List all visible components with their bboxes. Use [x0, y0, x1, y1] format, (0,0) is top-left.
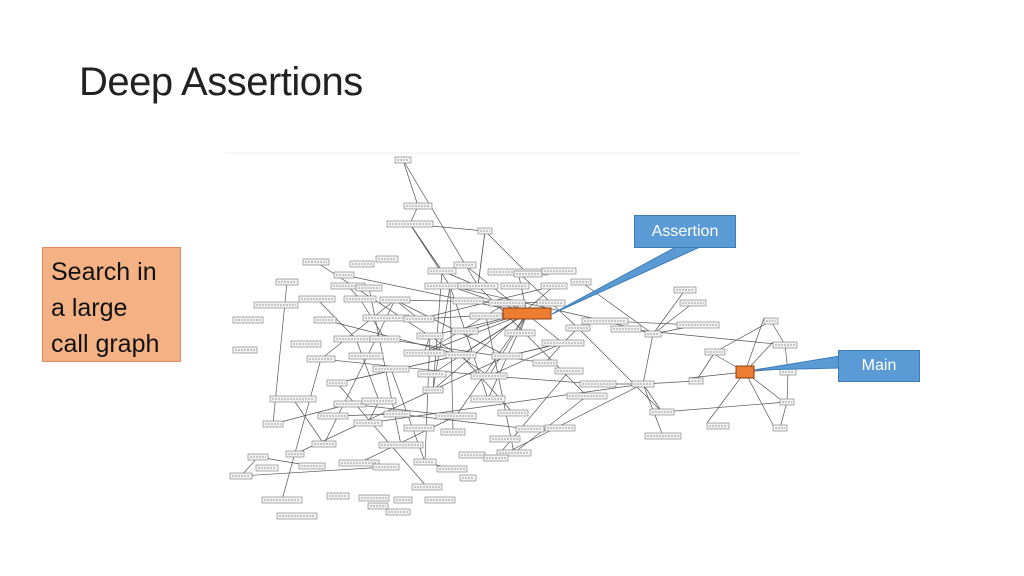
main-node: [735, 365, 755, 379]
slide-title: Deep Assertions: [79, 60, 363, 104]
graph-edge: [577, 327, 663, 413]
graph-edge: [488, 342, 564, 377]
graph-edge: [355, 338, 380, 402]
search-note-line-2: a large: [51, 294, 128, 322]
assertion-node: [502, 307, 552, 320]
graph-edge: [642, 383, 663, 413]
graph-nodes: [229, 156, 798, 520]
graph-edge: [495, 370, 570, 459]
graph-edge: [495, 383, 644, 459]
main-callout: Main: [838, 350, 920, 382]
graph-edge: [367, 383, 644, 424]
graph-edge: [460, 354, 514, 414]
search-note-line-3: call graph: [51, 330, 160, 358]
graph-edge: [485, 315, 515, 454]
graph-edge: [706, 371, 746, 424]
graph-edge: [281, 358, 322, 501]
graph-edge: [484, 230, 529, 275]
graph-edge: [424, 335, 431, 463]
main-callout-pointer: [753, 355, 841, 371]
graph-edge: [580, 281, 654, 335]
graph-edge: [432, 355, 508, 391]
graph-edge: [323, 299, 396, 445]
graph-edge: [714, 320, 772, 353]
graph-edge: [358, 415, 457, 464]
graph-edge: [449, 285, 489, 400]
graph-edge: [488, 312, 528, 377]
graph-edge: [652, 289, 686, 335]
graph-edge: [744, 371, 774, 426]
graph-edge: [343, 274, 469, 302]
graph-edge: [770, 320, 786, 346]
graph-edge: [449, 285, 606, 322]
graph-edge: [272, 403, 351, 425]
graph-edge: [316, 298, 357, 340]
graph-edge: [652, 302, 694, 335]
graph-edge: [779, 401, 788, 429]
graph-edge: [402, 159, 419, 207]
search-note-box: Search in a large call graph: [42, 247, 181, 362]
graph-edge: [786, 371, 789, 403]
graph-edge: [661, 401, 788, 413]
graph-edge: [544, 342, 564, 364]
graph-edge: [477, 230, 486, 287]
graph-edge: [292, 398, 325, 445]
graph-edge: [320, 299, 396, 360]
graph-edge: [336, 382, 428, 488]
graph-edge: [449, 285, 454, 433]
graph-edge: [431, 312, 528, 375]
graph-edge: [240, 466, 387, 477]
graph-edge: [432, 285, 555, 391]
graph-edge: [409, 223, 443, 272]
graph-edge: [695, 351, 716, 382]
graph-edge: [396, 413, 531, 430]
graph-edge: [642, 333, 654, 385]
graph-edge: [418, 285, 555, 320]
graph-edge: [513, 395, 588, 454]
graph-edge: [744, 317, 765, 373]
assertion-callout: Assertion: [634, 215, 736, 248]
search-note-line-1: Search in: [51, 258, 157, 286]
graph-edge: [517, 271, 528, 314]
